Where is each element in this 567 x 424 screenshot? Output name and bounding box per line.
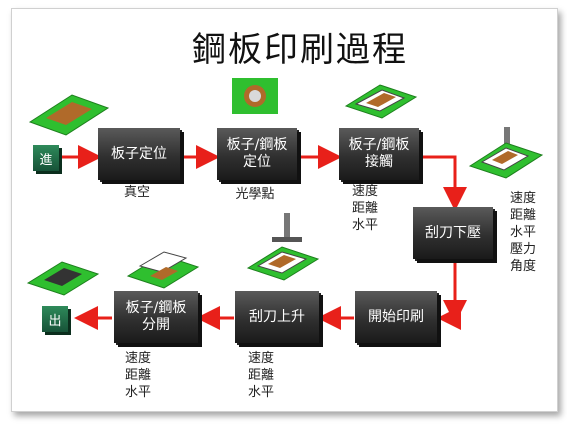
stencil-illustration-contact: [344, 84, 418, 119]
start-terminal: 進: [33, 145, 59, 171]
end-terminal: 出: [42, 306, 68, 332]
note-vacuum: 真空: [123, 185, 150, 200]
separation-illustration: [126, 251, 200, 289]
note-squeegee-params: 速度 距離 水平 壓力 角度: [509, 191, 536, 274]
squeegee-illustration-down: [468, 127, 544, 179]
node-squeegee-down: 刮刀下壓: [413, 207, 493, 259]
arrow-contact-to-squeegee: [423, 155, 467, 211]
node-board-stencil-separation: 板子/鋼板 分開: [114, 291, 198, 343]
note-contact-params: 速度 距離 水平: [351, 184, 378, 233]
fiducial-illustration: [232, 78, 278, 114]
note-fiducial: 光學點: [235, 187, 275, 202]
note-lift-params: 速度 距離 水平: [247, 351, 274, 400]
squeegee-illustration-up: [246, 213, 320, 281]
node-board-stencil-contact: 板子/鋼板 接觸: [339, 128, 419, 180]
node-board-positioning: 板子定位: [98, 128, 180, 180]
diagram-title: 鋼板印刷過程: [192, 30, 408, 70]
note-separation-params: 速度 距離 水平: [124, 351, 151, 400]
node-board-stencil-positioning: 板子/鋼板 定位: [217, 128, 297, 180]
node-squeegee-up: 刮刀上升: [235, 291, 319, 343]
node-start-printing: 開始印刷: [355, 291, 437, 343]
pcb-illustration-out: [26, 261, 100, 296]
pcb-illustration-1: [28, 94, 110, 136]
